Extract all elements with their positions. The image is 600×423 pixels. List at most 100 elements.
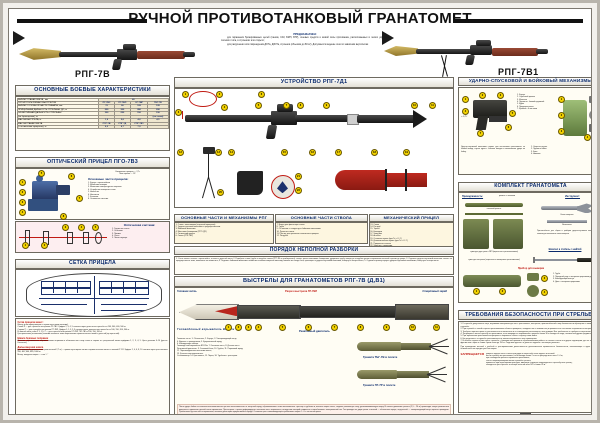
- left-optic-icon: [123, 44, 136, 50]
- trigger-section: УДАРНО-СПУСКОВОЙ И БОЙКОВЫЙ МЕХАНИЗМЫ ≈ …: [458, 77, 591, 180]
- reticle-note-item: Шкалу углов прицеливания с горизонтальны…: [17, 323, 69, 326]
- optical-callout-5: 5: [92, 224, 99, 232]
- spec-value-cell: 40: [98, 97, 169, 103]
- trigger-part-item: 4. Пружина с боевой пружиной: [517, 101, 545, 103]
- reticle-grid-right: [99, 281, 149, 296]
- prohibit-item: находиться при стрельбе в сектора опасно…: [486, 364, 546, 367]
- parts-rpg-heading: ОСНОВНЫЕ ЧАСТИ И МЕХАНИЗМЫ РПГ: [174, 214, 275, 222]
- reticle-lateral-text: Деления, образованные вертикальными штри…: [17, 339, 168, 345]
- flight-tbg-label: Граната ТБГ-7В в полете: [363, 355, 398, 360]
- flight-tbg-drawing: [357, 338, 449, 355]
- warhead-left-icon: [19, 48, 61, 60]
- spec-value-cell: 6,3: [98, 124, 115, 130]
- parts-mech-item: 18. Антабка: [370, 235, 381, 238]
- device-callout-15: 15: [281, 149, 288, 157]
- reticle-heading: СЕТКА ПРИЦЕЛА: [15, 259, 170, 269]
- device-callout-12: 12: [177, 149, 184, 157]
- firing-part-item: 3. Боек: [531, 150, 538, 153]
- spec-value-cell: ПГ-7ВЛ: [113, 100, 131, 106]
- parts-rpg-item: 1. Ствол с механизмом (открытый прицелом…: [175, 223, 216, 226]
- optical-element-4: [83, 232, 89, 245]
- optical-system-block: 1 2 3 4 5 Оптическая система: 1. Защитно…: [15, 221, 170, 254]
- strap-label: плечевой ремень: [486, 208, 502, 211]
- shot-callout-1: 1: [225, 324, 232, 332]
- spec-value-cell: 4,5: [147, 118, 169, 123]
- prohibit-item: применять при опробовании присадок, имею…: [486, 362, 573, 365]
- safety-items-list: 1. К стрельбе допускаются лица, изучивши…: [460, 323, 592, 344]
- gauge-tube-icon: [463, 275, 521, 288]
- shots-part-item: Реактивный двигатель: 9. Сопловой блок; …: [177, 347, 244, 350]
- optical-callout-1: 1: [22, 242, 29, 250]
- purpose-block: ПРЕДНАЗНАЧЕН: для поражения бронированны…: [221, 33, 389, 75]
- safety-panel: 1. К стрельбе допускаются лица, изучивши…: [458, 320, 592, 413]
- trigger-callout-5: 5: [509, 109, 516, 117]
- left-tube-front: [59, 52, 119, 57]
- kit-accessory-sub: ремень с чехлами: [499, 195, 515, 198]
- firing-part-item: 2. Пружина бойка: [531, 148, 547, 151]
- device-callout-13: 13: [215, 149, 222, 157]
- parts-mech-item: 14. Раструб: [370, 225, 381, 228]
- shots-part-item: Головная часть: 1. Обтекатель; 2. Корпус…: [177, 338, 238, 341]
- device-front-sight-icon: [177, 111, 189, 121]
- safety-item: 6. Не допускается к стрельбе гранатомето…: [460, 337, 538, 340]
- spec-name-cell: КАЛИБР ГОЛОВНОЙ ЧАСТИ ГРАНАТЫ, мм: [16, 104, 100, 109]
- parts-barrel-item: 12. Патрубок: [276, 235, 289, 238]
- optic-bracket-icon: [28, 199, 58, 212]
- left-bell-nozzle-icon: [13, 31, 25, 45]
- spec-name-cell: (с оптическим прицелом), кг: [16, 124, 100, 130]
- optical-callout-3: 3: [62, 224, 69, 232]
- table-row: (по бронецелям), м(по слою): [16, 114, 169, 120]
- trigger-callout-2: 2: [479, 91, 486, 99]
- parts-barrel-item: 8. Труба: [276, 225, 284, 228]
- reticle-notes-panel: Сетка прицела имеет: Шкалу углов прицели…: [15, 318, 170, 414]
- reticle-notes-list: Шкалу углов прицеливания с горизонтальны…: [18, 324, 168, 336]
- device-nozzle-tube: [357, 115, 415, 124]
- parts-barrel-item: 10. Рукоятка ствола: [276, 230, 295, 233]
- reticle-lateral-scale-right: [101, 304, 147, 305]
- device-callout-10: 10: [411, 102, 418, 110]
- parts-mech-item: 19. Основная мушка (при Тв > 0° С): [370, 237, 402, 240]
- right-tube-rear: [536, 49, 548, 54]
- spec-value-cell: 70: [98, 104, 115, 109]
- purpose-heading: ПРЕДНАЗНАЧЕН:: [293, 33, 317, 36]
- optical-system-item: 3. Призма: [112, 232, 121, 235]
- gauge-callout-3: 3: [541, 275, 548, 283]
- optic-callout-2: 2: [19, 189, 26, 197]
- optical-system-heading: Оптическая система:: [123, 223, 156, 228]
- gauge-callout-4: 4: [541, 289, 548, 297]
- parts-mech-item: 22. Хомутик с прорезями: [370, 245, 452, 247]
- spec-value-cell: 7,0: [129, 124, 149, 130]
- trigger-part-item: 6. Предохранитель: [517, 105, 534, 108]
- safety-item: 4. Запрещается вести стрельбу из гранато…: [460, 332, 592, 335]
- poster-title-bar: РУЧНОЙ ПРОТИВОТАНКОВЫЙ ГРАНАТОМЕТ: [9, 9, 591, 31]
- optic-part-item: 8. Оптическая система: [88, 198, 109, 201]
- optic-callout-8: 8: [60, 213, 67, 221]
- gauge-callout-2: 2: [499, 288, 506, 296]
- reticle-center-vertical: [94, 276, 95, 315]
- right-bell-nozzle-icon: [382, 31, 394, 45]
- shots-part-item: 12. Пирозамедлитель-воспламенитель;: [177, 350, 212, 353]
- device-callout-16: 16: [309, 149, 316, 157]
- parts-rpg-list: 1. Ствол с механизмом (открытый прицелом…: [176, 224, 273, 238]
- optic-callout-7: 7: [76, 195, 83, 203]
- parts-rpg-item: 2. Ударно-спусковой механизм с предохран…: [175, 225, 221, 228]
- shots-part-item: Головодонный взрыватель ВП-22м: 7. Голов…: [177, 345, 240, 348]
- parts-mech-item: 16. Накладки: [370, 230, 382, 233]
- left-sight-block: [117, 49, 137, 60]
- optic-eyepiece-icon: [56, 185, 70, 196]
- prohibit-item: снять и переворачивания весов стрельбы г…: [486, 359, 532, 362]
- right-grip-icon: [464, 55, 476, 65]
- safety-note: При проведении занятий с учебной и трени…: [460, 345, 592, 351]
- parts-rpg-item: 6. Сошка (РПГ-7В1): [175, 235, 193, 238]
- optical-ray-diagram: [19, 225, 107, 251]
- device-callout-5: 5: [255, 102, 262, 110]
